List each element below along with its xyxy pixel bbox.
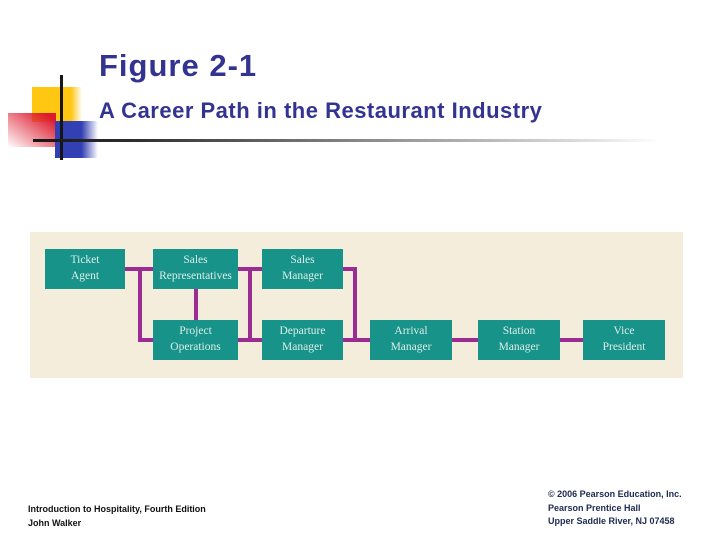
box-sales-manager: Sales Manager <box>262 249 343 289</box>
connector-project-departure <box>238 338 262 342</box>
connector-departure-arrival <box>343 338 370 342</box>
footer-book-info: Introduction to Hospitality, Fourth Edit… <box>28 503 206 530</box>
footer-publisher: Pearson Prentice Hall <box>548 502 641 513</box>
connector-drop-to-departure <box>248 267 252 342</box>
box-arrival-manager: Arrival Manager <box>370 320 452 360</box>
box-vice-president: Vice President <box>583 320 665 360</box>
footer-publisher-info: © 2006 Pearson Education, Inc. Pearson P… <box>548 488 682 529</box>
connector-salesmgr-elbow <box>343 267 357 271</box>
box-ticket-agent: Ticket Agent <box>45 249 125 289</box>
footer-book-title: Introduction to Hospitality, Fourth Edit… <box>28 504 206 514</box>
footer-author: John Walker <box>28 517 82 528</box>
connector-into-project <box>138 338 154 342</box>
header-divider-line <box>33 139 660 142</box>
box-project-operations: Project Operations <box>153 320 238 360</box>
connector-station-vp <box>560 338 583 342</box>
connector-salesmgr-drop <box>353 267 357 342</box>
page-title: Figure 2-1 <box>99 48 258 83</box>
connector-drop-to-project <box>138 267 142 342</box>
box-departure-manager: Departure Manager <box>262 320 343 360</box>
page-subtitle: A Career Path in the Restaurant Industry <box>99 98 543 123</box>
connector-arrival-station <box>452 338 478 342</box>
footer-publisher-city: Upper Saddle River, NJ 07458 <box>548 516 675 526</box>
vertical-accent-line <box>60 75 63 160</box>
connector-salesrep-project <box>194 289 198 320</box>
box-sales-representatives: Sales Representatives <box>153 249 238 289</box>
footer-copyright: © 2006 Pearson Education, Inc. <box>548 489 682 499</box>
box-station-manager: Station Manager <box>478 320 560 360</box>
diagram-panel: Ticket Agent Sales Representatives Sales… <box>30 232 683 378</box>
